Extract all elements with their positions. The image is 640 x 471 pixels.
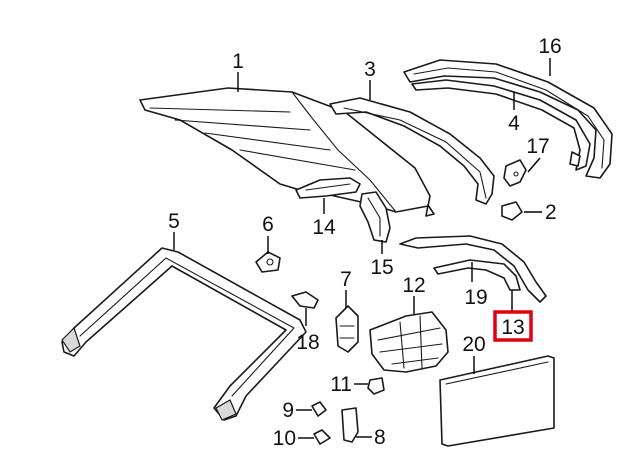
callout-2: 2 xyxy=(524,201,557,224)
callout-label-19: 19 xyxy=(464,286,487,309)
callout-5: 5 xyxy=(168,210,180,250)
part-16-rear-bow[interactable] xyxy=(403,59,613,179)
callout-label-6: 6 xyxy=(262,213,274,236)
callout-13-highlight-box xyxy=(493,310,533,342)
part-18-latch[interactable] xyxy=(291,291,319,309)
part-7-bracket[interactable] xyxy=(335,305,359,353)
part-6-bracket[interactable] xyxy=(255,251,281,273)
callout-label-2: 2 xyxy=(545,201,557,224)
callout-9: 9 xyxy=(282,399,312,422)
callout-label-18: 18 xyxy=(296,331,319,354)
callout-8: 8 xyxy=(356,426,386,449)
part-9-fastener[interactable] xyxy=(311,401,327,417)
callout-18: 18 xyxy=(296,308,320,354)
callout-3: 3 xyxy=(364,58,376,100)
callout-label-3: 3 xyxy=(364,58,376,81)
part-2-clip[interactable] xyxy=(501,201,523,221)
callout-10: 10 xyxy=(273,427,314,450)
part-8-bracket[interactable] xyxy=(341,407,359,443)
callout-4: 4 xyxy=(508,92,520,135)
callout-label-14: 14 xyxy=(312,216,336,239)
callout-19: 19 xyxy=(464,262,488,309)
callout-label-12: 12 xyxy=(402,274,425,297)
part-12-quarter-trim[interactable] xyxy=(369,311,449,373)
callout-label-20: 20 xyxy=(462,333,485,356)
callout-11: 11 xyxy=(330,373,368,396)
part-10-fastener[interactable] xyxy=(313,429,331,445)
callout-label-4: 4 xyxy=(508,112,520,135)
callout-16: 16 xyxy=(538,35,562,76)
callout-1: 1 xyxy=(232,50,244,92)
callout-6: 6 xyxy=(262,213,274,254)
callout-label-10: 10 xyxy=(273,427,296,450)
part-20-door-seal[interactable] xyxy=(439,355,555,447)
callout-12: 12 xyxy=(402,274,426,314)
part-17-bracket[interactable] xyxy=(503,159,527,187)
callout-20: 20 xyxy=(462,333,486,374)
callout-7: 7 xyxy=(340,268,352,308)
callout-13[interactable]: 13 xyxy=(493,290,533,342)
part-19-rail-seal[interactable] xyxy=(399,235,547,303)
callout-14: 14 xyxy=(312,198,336,239)
callout-label-15: 15 xyxy=(370,256,393,279)
callout-label-5: 5 xyxy=(168,210,180,233)
part-4-rear-weatherstrip[interactable] xyxy=(411,79,591,171)
part-11-plug[interactable] xyxy=(367,377,385,395)
part-3-front-bow[interactable] xyxy=(329,97,495,205)
callout-label-16: 16 xyxy=(538,35,561,58)
callout-15: 15 xyxy=(370,240,394,279)
part-5-windshield-seal[interactable] xyxy=(61,247,307,421)
callout-label-17: 17 xyxy=(526,135,549,158)
callout-label-9: 9 xyxy=(282,399,294,422)
callout-label-8: 8 xyxy=(374,426,386,449)
part-13-retainer[interactable] xyxy=(433,259,521,291)
part-15-side-seal[interactable] xyxy=(359,191,391,243)
part-14-seal-segment[interactable] xyxy=(295,177,361,199)
callout-label-1: 1 xyxy=(232,50,244,73)
part-1-top-cover[interactable] xyxy=(139,87,435,217)
callout-label-7: 7 xyxy=(340,268,352,291)
callout-label-13: 13 xyxy=(501,316,524,339)
callout-label-11: 11 xyxy=(330,373,352,396)
callout-17: 17 xyxy=(526,135,550,173)
